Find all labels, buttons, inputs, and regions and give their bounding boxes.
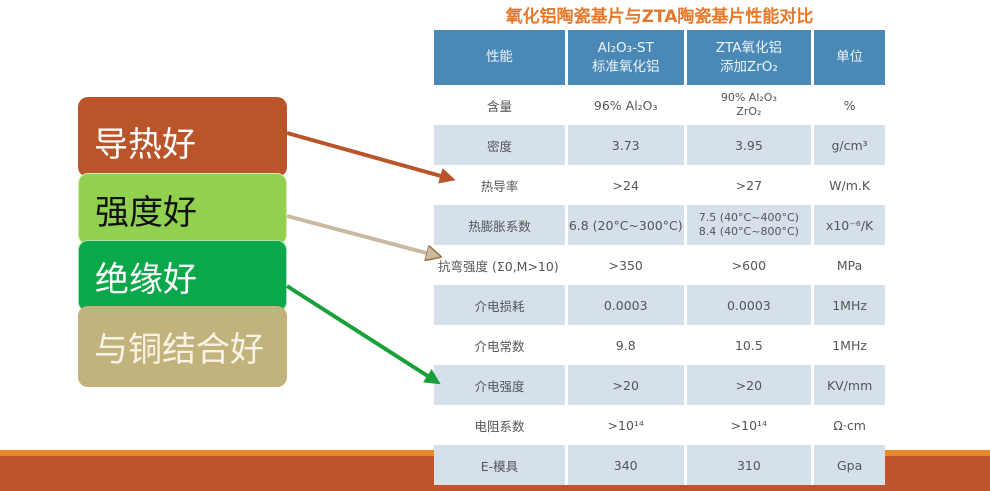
cell-zta: 0.0003: [683, 285, 815, 325]
feature-strength: 强度好: [78, 173, 287, 245]
table-title: 氧化铝陶瓷基片与ZTA陶瓷基片性能对比: [505, 7, 814, 27]
header-zta: ZTA氧化铝添加ZrO₂: [683, 30, 815, 85]
cell-unit: MPa: [836, 257, 863, 273]
table-row: 介电损耗 0.0003 0.0003 1MHz: [434, 285, 885, 325]
table-row: 介电强度 >20 >20 KV/mm: [434, 365, 885, 405]
cell-al2o3: >10¹⁴: [566, 405, 687, 445]
cell-al2o3: 6.8 (20°C~300°C): [566, 205, 687, 245]
cell-zta: >27: [683, 165, 815, 205]
cell-unit: KV/mm: [812, 365, 885, 405]
cell-zta: 310: [683, 445, 815, 485]
arrow-thermal: [286, 131, 456, 184]
feature-label: 绝缘好: [95, 259, 197, 300]
cell-property: 介电常数: [434, 325, 568, 365]
cell-al2o3: >350: [566, 245, 687, 285]
arrow-insulation: [285, 284, 441, 385]
cell-unit: Gpa: [812, 445, 885, 485]
cell-property: 电阻系数: [434, 405, 568, 445]
cell-unit: %: [843, 97, 856, 113]
feature-insulation: 绝缘好: [78, 240, 287, 312]
cell-al2o3: 3.73: [566, 125, 687, 165]
cell-zta: 7.5 (40°C~400°C)8.4 (40°C~800°C): [683, 205, 815, 245]
table-row: 热导率 >24 >27 W/m.K: [434, 165, 885, 205]
cell-al2o3: 340: [566, 445, 687, 485]
cell-property: 含量: [434, 85, 568, 125]
cell-al2o3: >20: [566, 365, 687, 405]
cell-al2o3: 96% Al₂O₃: [566, 85, 687, 125]
cell-zta: 10.5: [683, 325, 815, 365]
cell-zta: >20: [683, 365, 815, 405]
table-row: 抗弯强度 (Σ0,M>10) >350 >600 MPa: [434, 245, 885, 285]
cell-zta: 3.95: [683, 125, 815, 165]
cell-property: 介电强度: [434, 365, 568, 405]
cell-unit: g/cm³: [812, 125, 885, 165]
cell-property: 介电损耗: [434, 285, 568, 325]
cell-unit: 1MHz: [812, 285, 885, 325]
table-row: 热膨胀系数 6.8 (20°C~300°C) 7.5 (40°C~400°C)8…: [434, 205, 885, 245]
cell-zta: >600: [683, 245, 815, 285]
cell-unit: W/m.K: [829, 177, 871, 193]
cell-property: 抗弯强度 (Σ0,M>10): [434, 245, 568, 285]
cell-property: E-模具: [434, 445, 568, 485]
cell-zta: >10¹⁴: [683, 405, 815, 445]
cell-property: 热导率: [434, 165, 568, 205]
feature-label: 强度好: [95, 192, 197, 233]
table-row: 介电常数 9.8 10.5 1MHz: [434, 325, 885, 365]
cell-property: 密度: [434, 125, 568, 165]
header-property: 性能: [434, 30, 568, 85]
feature-label: 导热好: [94, 125, 196, 165]
header-unit: 单位: [812, 30, 885, 85]
cell-al2o3: 9.8: [566, 325, 687, 365]
table-row: 密度 3.73 3.95 g/cm³: [434, 125, 885, 165]
arrow-strength: [286, 214, 434, 255]
feature-label: 与铜结合好: [94, 330, 264, 370]
cell-unit: x10⁻⁶/K: [812, 205, 885, 245]
table-row: 电阻系数 >10¹⁴ >10¹⁴ Ω·cm: [434, 405, 885, 445]
cell-unit: Ω·cm: [833, 417, 866, 433]
cell-unit: 1MHz: [832, 337, 867, 353]
cell-al2o3: 0.0003: [566, 285, 687, 325]
cell-property: 热膨胀系数: [434, 205, 568, 245]
cell-al2o3: >24: [566, 165, 687, 205]
table-row: E-模具 340 310 Gpa: [434, 445, 885, 485]
feature-thermal: 导热好: [78, 97, 287, 177]
feature-copper-bonding: 与铜结合好: [78, 306, 287, 387]
